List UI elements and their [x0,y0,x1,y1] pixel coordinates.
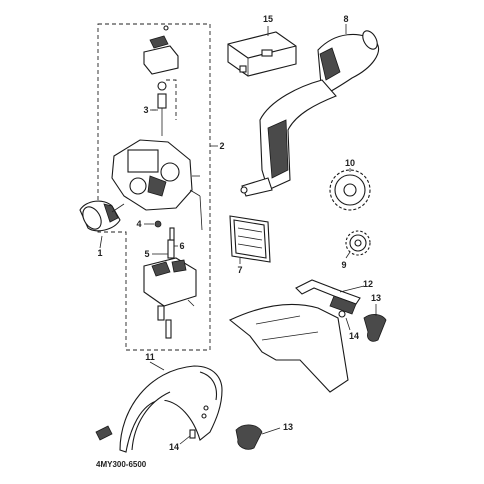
carburetor-cap-part [143,25,179,75]
screw-upper-part [338,310,346,318]
callout-13-lower: 13 [283,422,293,432]
leader-line-13b [261,427,281,435]
reflector-upper-part [363,314,387,342]
callout-13-upper: 13 [371,293,381,303]
callout-15: 15 [263,14,273,24]
ignition-coil-part [240,24,379,197]
callout-2: 2 [219,141,224,151]
leader-line-1 [99,235,103,249]
leader-line-11 [149,361,165,371]
filter-element-part [229,215,271,264]
intake-joint-part [79,200,125,232]
callout-3: 3 [143,105,148,115]
callout-14-lower: 14 [169,442,179,452]
callout-10: 10 [345,158,355,168]
callout-4: 4 [136,219,141,229]
callout-5: 5 [144,249,149,259]
jet-part-5 [152,239,175,259]
large-gear-part [329,168,371,211]
front-fender-part [119,365,223,453]
needle-jet-part-6 [169,227,178,247]
reflector-lower-part [235,424,263,450]
fender-clip-part [95,425,113,441]
small-gear-part [345,230,371,259]
callout-9: 9 [341,260,346,270]
diagram-code: 4MY300-6500 [96,460,147,469]
cdi-unit-part [227,26,297,77]
throttle-valve-part [152,79,177,136]
jet-part-4 [144,220,162,228]
leader-line-14a [345,317,351,331]
inner-fender-part [228,303,349,393]
callout-8: 8 [343,14,348,24]
bracket-part [295,279,361,315]
screw-lower-part [189,429,196,439]
callout-11: 11 [145,352,155,362]
callout-7: 7 [237,265,242,275]
float-chamber-part [143,257,197,339]
callout-6: 6 [179,241,184,251]
callout-14-upper: 14 [349,331,359,341]
carburetor-assembly-boundary [97,23,218,351]
leader-line-12 [339,285,365,293]
carburetor-body-part [111,139,203,231]
callout-1: 1 [97,248,102,258]
leader-line-14b [179,435,191,445]
callout-12: 12 [363,279,373,289]
